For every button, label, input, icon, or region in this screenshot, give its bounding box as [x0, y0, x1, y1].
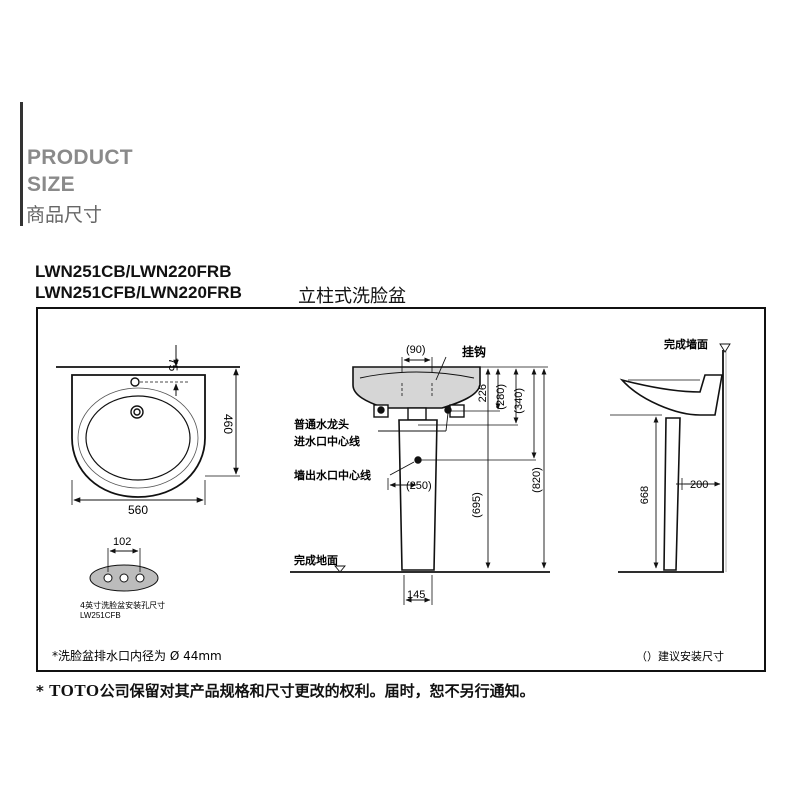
- note-drain: *洗脸盆排水口内径为 Ø 44mm: [52, 649, 222, 663]
- front-view: [290, 356, 550, 605]
- dim-460: 460: [221, 414, 235, 434]
- label-hook: 挂钩: [462, 344, 486, 359]
- header-size-cn: 商品尺寸: [26, 204, 103, 226]
- dim-668: 668: [639, 486, 651, 504]
- dim-75: 75: [166, 358, 180, 372]
- dim-695: (695): [471, 492, 483, 518]
- dim-560: 560: [128, 503, 148, 517]
- side-view: [610, 343, 731, 573]
- dim-820: (820): [531, 467, 543, 493]
- footer-star: *: [36, 682, 44, 700]
- header-product: PRODUCT: [27, 146, 133, 169]
- header-accent-bar: [20, 102, 23, 226]
- header-size: SIZE: [27, 173, 75, 196]
- dim-280: (280): [495, 384, 507, 410]
- label-faucet-inlet-1: 普通水龙头: [294, 417, 349, 431]
- product-type: 立柱式洗脸盆: [298, 286, 406, 307]
- faucet-hole-model: LW251CFB: [80, 611, 121, 620]
- model-line-2: LWN251CFB/LWN220FRB: [35, 283, 242, 302]
- dim-200: 200: [690, 479, 708, 491]
- dim-102: 102: [113, 536, 131, 548]
- top-view: [56, 345, 240, 505]
- dim-90: (90): [406, 344, 426, 356]
- dim-340: (340): [513, 388, 525, 414]
- dim-250: (250): [406, 480, 432, 492]
- note-legend: （）建议安装尺寸: [636, 649, 724, 663]
- label-floor: 完成地面: [294, 553, 338, 567]
- label-wall-outlet: 墙出水口中心线: [294, 468, 371, 482]
- footer-brand: TOTO: [49, 681, 100, 700]
- label-faucet-inlet-2: 进水口中心线: [294, 434, 360, 448]
- label-wall: 完成墙面: [664, 337, 708, 351]
- dim-145: 145: [407, 589, 425, 601]
- model-line-1: LWN251CB/LWN220FRB: [35, 262, 232, 281]
- footer-disclaimer: * TOTO公司保留对其产品规格和尺寸更改的权利。届时，恕不另行通知。: [36, 680, 535, 701]
- drawing-frame: [36, 307, 766, 672]
- faucet-hole-caption: 4英寸洗脸盆安装孔尺寸: [80, 600, 165, 610]
- faucet-hole-view: [89, 548, 159, 592]
- dim-226: 226: [477, 384, 489, 402]
- footer-text: 公司保留对其产品规格和尺寸更改的权利。届时，恕不另行通知。: [99, 682, 535, 700]
